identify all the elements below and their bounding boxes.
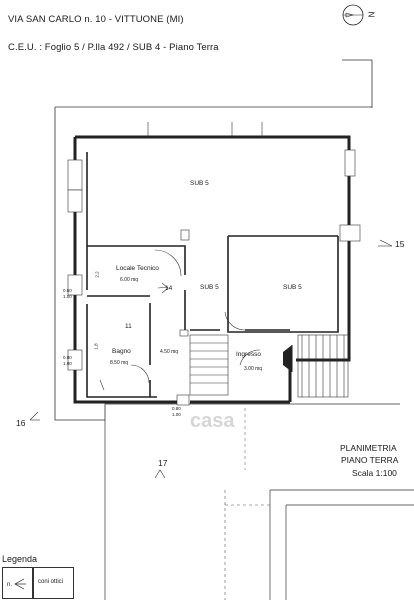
- building-outer-walls: [73, 135, 351, 404]
- room-sub5-mid: SUB 5: [200, 284, 219, 291]
- building-inner-walls: [86, 152, 339, 398]
- dim-left-lower: 0.80: [63, 355, 72, 360]
- marker-14: 14: [165, 285, 173, 292]
- locale-tecnico-height: 2.2: [94, 271, 100, 278]
- room-ingresso-area: 3.00 mq: [244, 366, 263, 372]
- top-wall-ticks: [147, 122, 263, 138]
- address-heading: VIA SAN CARLO n. 10 - VITTUONE (MI): [8, 14, 184, 25]
- room-bagno-area: 8.50 mq: [110, 360, 129, 366]
- room-bagno-number: 11: [125, 323, 132, 330]
- dim-bottom-a: 0.80: [172, 406, 181, 411]
- cadastral-reference: C.E.U. : Foglio 5 / P.lla 492 / SUB 4 - …: [8, 42, 219, 53]
- dim-bottom-b: 1.00: [172, 412, 181, 417]
- entrance-arrow-icon: [283, 345, 293, 372]
- windows: [67, 149, 361, 406]
- lower-site-lines: [104, 420, 414, 600]
- staircase-left: [189, 334, 229, 396]
- room-sub5-right: SUB 5: [283, 284, 302, 291]
- legend-item-label: coni ottici: [38, 579, 64, 585]
- room-locale-tecnico-name: Locale Tecnico: [116, 265, 159, 272]
- legend-symbol-box: [2, 567, 34, 599]
- room-bagno-name: Bagno: [112, 348, 131, 355]
- legend-item-box: [32, 567, 74, 599]
- marker-15: 15: [395, 239, 405, 249]
- dim-left-upper: 0.50: [63, 288, 72, 293]
- legend-symbol-label: n.: [7, 582, 13, 588]
- stair-area: 4.50 mq: [160, 349, 179, 355]
- staircase-right: [297, 334, 349, 398]
- title-scale: Scala 1:100: [352, 468, 397, 478]
- legend-title: Legenda: [2, 554, 38, 564]
- room-ingresso-name: Ingresso: [236, 351, 261, 358]
- view-cone-markers: [29, 239, 393, 479]
- title-piano-terra: PIANO TERRA: [341, 455, 399, 465]
- north-arrow-icon: [342, 4, 364, 26]
- room-locale-tecnico-area: 6.00 mq: [120, 277, 139, 283]
- marker-17: 17: [158, 458, 168, 468]
- dim-left-upper-b: 1.00: [63, 294, 72, 299]
- bagno-height: 1.8: [93, 343, 99, 350]
- door-swings: [130, 249, 261, 384]
- dim-left-lower-b: 1.00: [63, 361, 72, 366]
- title-planimetria: PLANIMETRIA: [340, 443, 397, 453]
- watermark-logo: casa: [190, 410, 235, 432]
- marker-16: 16: [16, 418, 26, 428]
- room-sub5-top: SUB 5: [190, 180, 209, 187]
